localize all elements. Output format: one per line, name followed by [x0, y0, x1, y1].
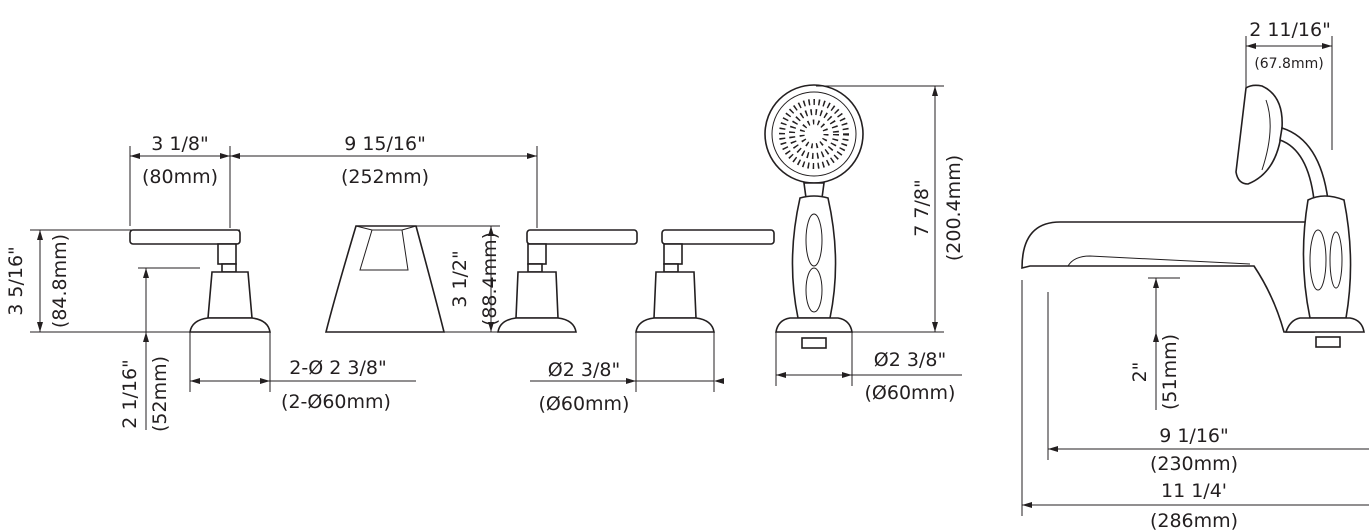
center-spacing-imperial: 9 15/16" — [344, 133, 426, 155]
overall-length-imperial: 11 1/4' — [1161, 480, 1227, 502]
deck-thickness-imperial: 2 1/16" — [119, 359, 141, 429]
center-handle-2 — [635, 229, 775, 333]
handshower-base-diameter-imperial: Ø2 3/8" — [874, 349, 946, 371]
arrowheads — [37, 43, 1332, 508]
handshower-head-depth-metric: (67.8mm) — [1254, 56, 1323, 72]
overall-length-metric: (286mm) — [1150, 510, 1238, 531]
shank-length-imperial: 2" — [1129, 362, 1151, 383]
handshower-head-depth-imperial: 2 11/16" — [1249, 19, 1331, 41]
handle-spacing-imperial: 3 1/8" — [151, 133, 208, 155]
spout-reach-imperial: 9 1/16" — [1159, 425, 1229, 447]
handle-height-metric: (84.8mm) — [49, 234, 71, 328]
spout-height-metric: (88.4mm) — [479, 232, 501, 326]
spout-front — [324, 225, 446, 333]
side-view — [1021, 84, 1365, 348]
handshower-base-diameter-metric: (Ø60mm) — [865, 382, 956, 404]
handshower-height-imperial: 7 7/8" — [911, 179, 933, 236]
handshower-height-metric: (200.4mm) — [943, 155, 965, 261]
spout-height-imperial: 3 1/2" — [449, 250, 471, 307]
left-handle — [129, 229, 271, 333]
spout-base-diameter-imperial: 2-Ø 2 3/8" — [289, 357, 386, 379]
handle-base-diameter-imperial: Ø2 3/8" — [548, 359, 620, 381]
deck-thickness-metric: (52mm) — [149, 356, 171, 432]
dimension-lines — [30, 36, 1369, 516]
handshower-front — [764, 84, 864, 349]
spout-base-diameter-metric: (2-Ø60mm) — [281, 391, 391, 413]
dimension-labels: 3 1/8" (80mm) 9 15/16" (252mm) 3 5/16" (… — [5, 19, 1331, 531]
spout-reach-metric: (230mm) — [1150, 453, 1238, 475]
shank-length-metric: (51mm) — [1159, 334, 1181, 410]
center-handle-1 — [497, 229, 638, 333]
handle-spacing-metric: (80mm) — [142, 166, 218, 188]
center-spacing-metric: (252mm) — [341, 166, 429, 188]
handle-base-diameter-metric: (Ø60mm) — [539, 393, 630, 415]
handle-height-imperial: 3 5/16" — [5, 246, 27, 316]
